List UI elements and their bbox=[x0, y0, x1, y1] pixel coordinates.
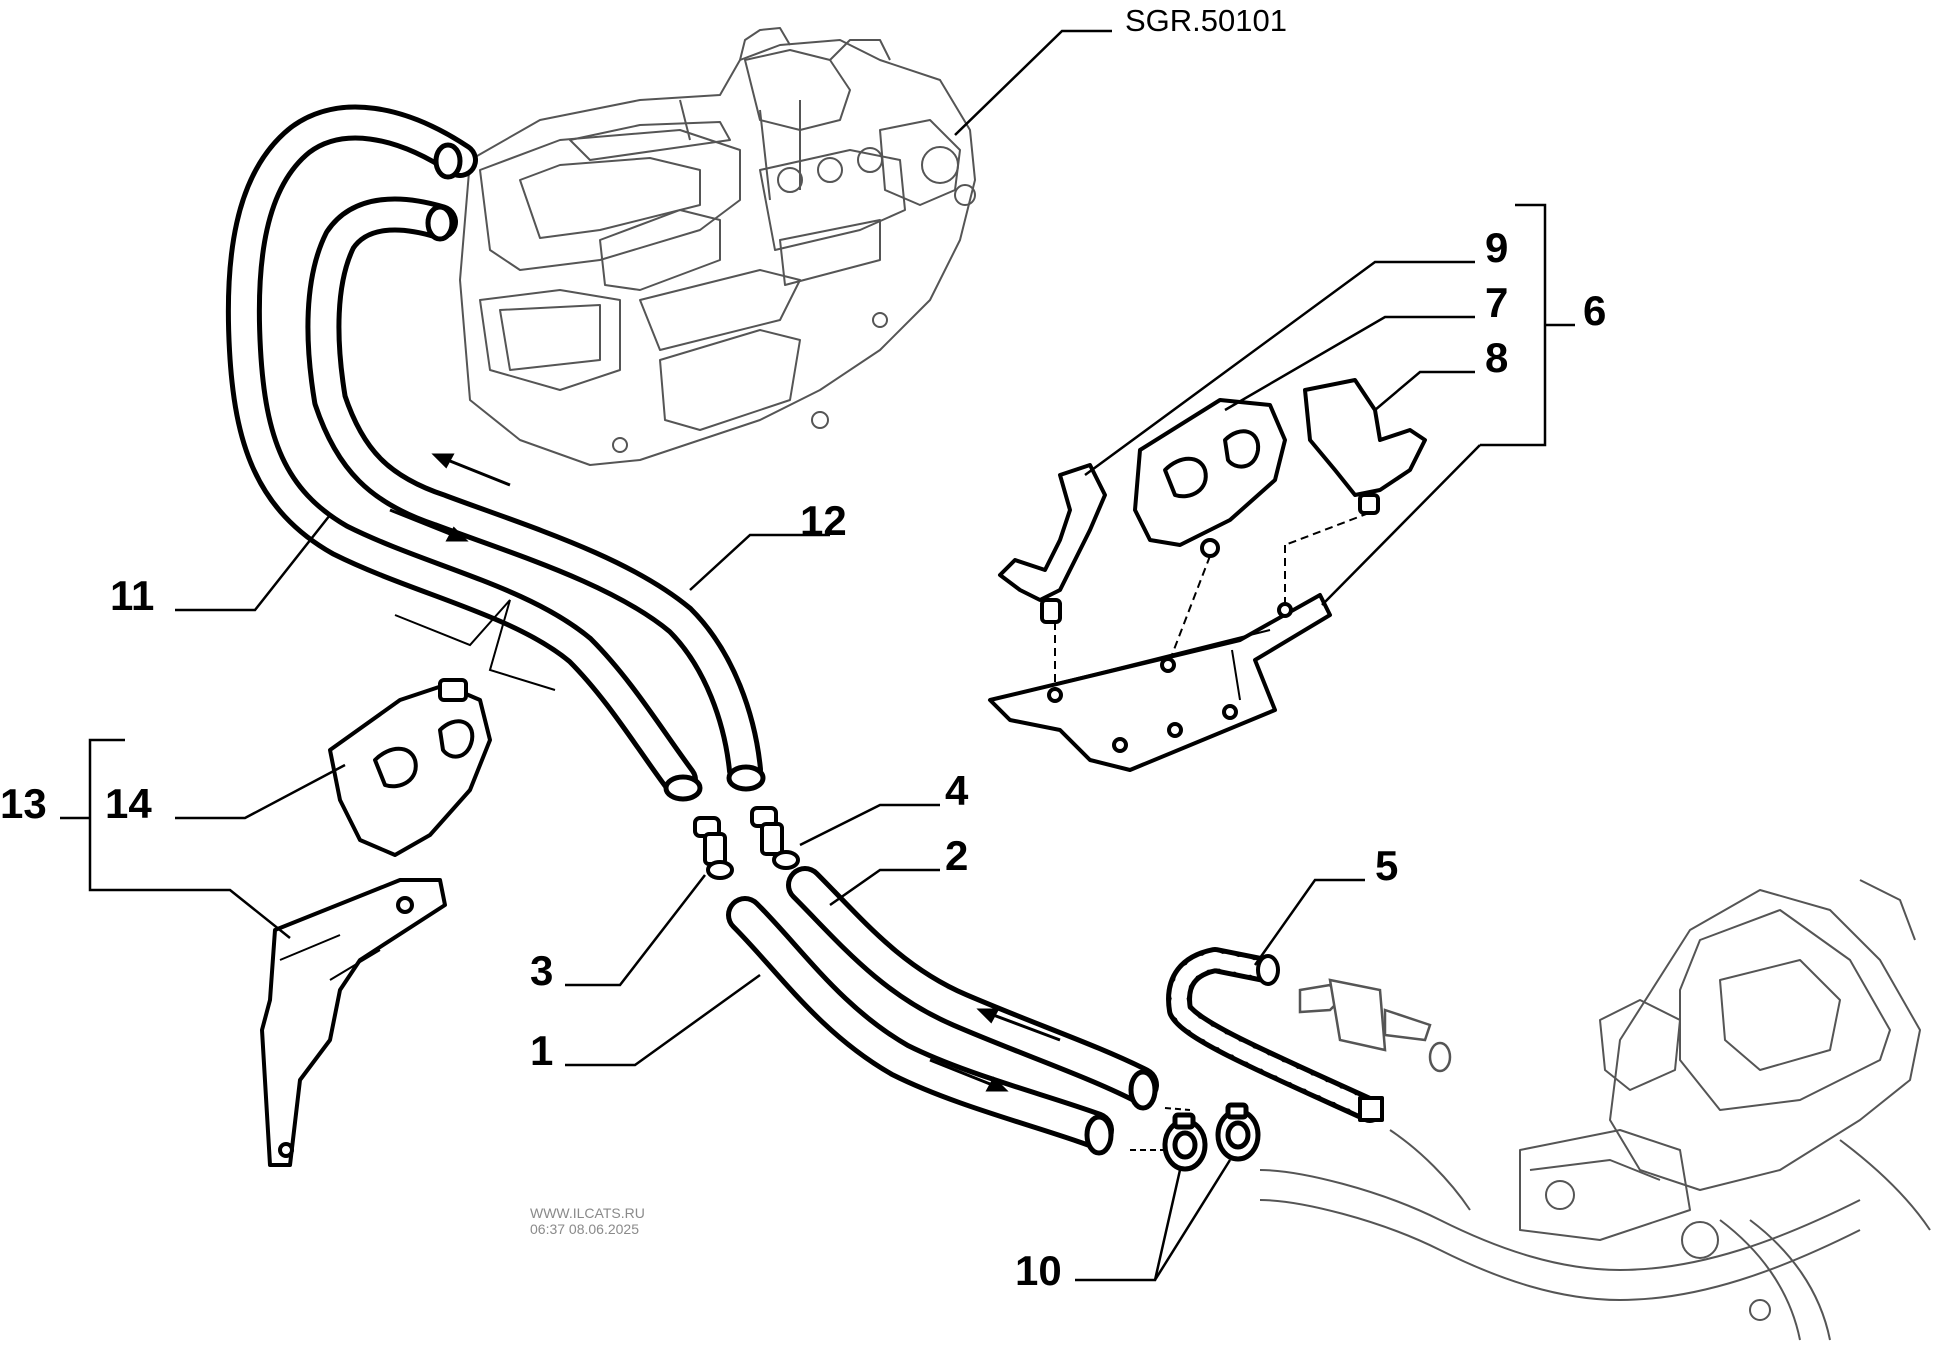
clip-7-drawing bbox=[1133, 398, 1287, 558]
watermark-site: WWW.ILCATS.RU bbox=[530, 1205, 645, 1221]
hose-1-drawing bbox=[726, 896, 1114, 1156]
leader-12 bbox=[689, 533, 830, 591]
hose-12-drawing bbox=[305, 196, 766, 792]
assembly-dashes bbox=[1054, 512, 1370, 690]
break-marker bbox=[394, 599, 556, 691]
callout-12: 12 bbox=[800, 497, 847, 544]
leader-7 bbox=[1224, 315, 1475, 412]
flow-arrows-upper bbox=[389, 453, 511, 542]
callout-5: 5 bbox=[1375, 842, 1398, 889]
flow-arrows-lower bbox=[929, 1008, 1061, 1092]
leader-14 bbox=[175, 763, 346, 820]
leader-11 bbox=[175, 514, 331, 612]
hose-2-drawing bbox=[786, 866, 1159, 1111]
callout-3: 3 bbox=[530, 947, 553, 994]
callout-9: 9 bbox=[1485, 224, 1508, 271]
callout-13: 13 bbox=[0, 780, 47, 827]
bracket-13-drawing bbox=[260, 878, 447, 1167]
mounting-plate-drawing bbox=[988, 593, 1332, 772]
leader-2 bbox=[829, 868, 940, 907]
clip-14-drawing bbox=[328, 678, 492, 857]
hose-clamps-10-drawing bbox=[1130, 1102, 1261, 1172]
callout-8: 8 bbox=[1485, 334, 1508, 381]
leader-sgr bbox=[954, 29, 1112, 136]
engine-drawing bbox=[1259, 879, 1931, 1341]
clip-8-drawing bbox=[1303, 378, 1427, 515]
leader-9 bbox=[1084, 260, 1475, 477]
leader-6b bbox=[1321, 444, 1481, 606]
callout-6: 6 bbox=[1583, 287, 1606, 334]
bracket-13 bbox=[88, 738, 291, 939]
callout-14: 14 bbox=[105, 780, 152, 827]
leader-10b bbox=[1153, 1159, 1232, 1281]
callout-1: 1 bbox=[530, 1027, 553, 1074]
leader-3 bbox=[565, 874, 706, 987]
hose-11-drawing bbox=[225, 104, 703, 802]
clip-9-drawing bbox=[998, 463, 1107, 624]
connector-4-drawing bbox=[750, 806, 800, 870]
heater-unit-drawing bbox=[459, 27, 976, 466]
callout-10: 10 bbox=[1015, 1247, 1062, 1294]
leader-1 bbox=[565, 973, 761, 1067]
valve-drawing bbox=[1298, 978, 1452, 1073]
callout-11: 11 bbox=[110, 572, 154, 619]
reference-label: SGR.50101 bbox=[1125, 3, 1287, 38]
leader-4 bbox=[799, 803, 940, 847]
leader-lines bbox=[60, 29, 1575, 1282]
callout-7: 7 bbox=[1485, 279, 1508, 326]
callout-4: 4 bbox=[945, 767, 969, 814]
connector-3-drawing bbox=[693, 816, 734, 880]
watermark-time: 06:37 08.06.2025 bbox=[530, 1221, 639, 1237]
hose-5-drawing bbox=[1166, 947, 1384, 1123]
leader-5 bbox=[1253, 878, 1365, 966]
callout-2: 2 bbox=[945, 832, 968, 879]
leader-8 bbox=[1374, 370, 1475, 411]
